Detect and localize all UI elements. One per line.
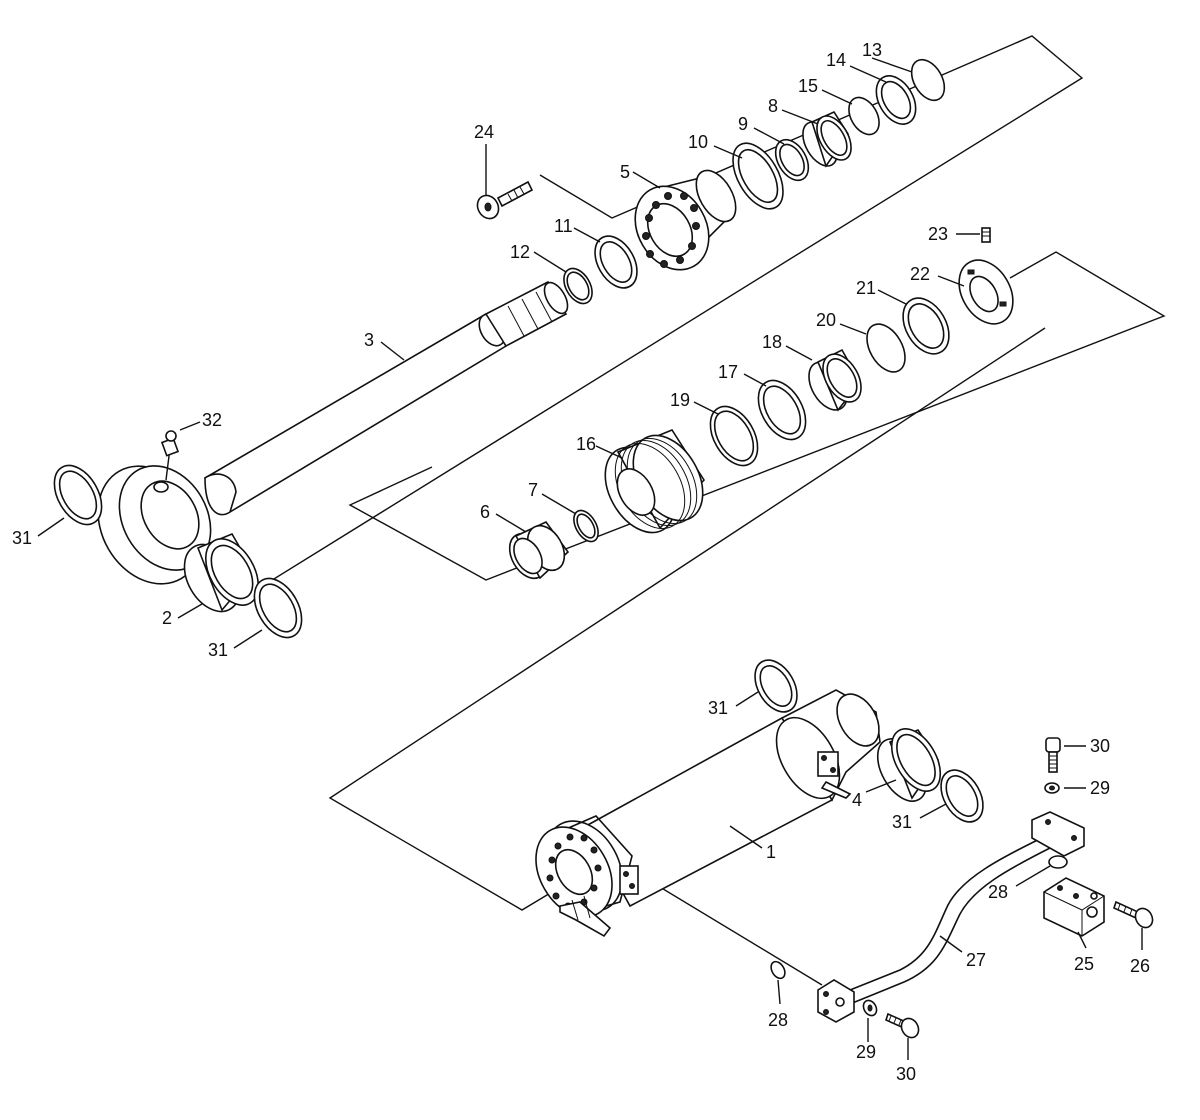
o-ring-20 — [866, 323, 906, 373]
label-5: 5 — [620, 162, 630, 182]
pipe-27 — [849, 833, 1055, 1005]
label-14: 14 — [826, 50, 846, 70]
o-ring-28-lower — [770, 960, 786, 980]
label-29-a: 29 — [1090, 778, 1110, 798]
cushion-ring-18 — [808, 348, 862, 412]
label-31-a: 31 — [12, 528, 32, 548]
guide-line-head-group — [231, 35, 1084, 606]
dust-seal-31-d — [940, 769, 984, 823]
leader-lines — [37, 57, 1143, 1060]
valve-block-25 — [1043, 877, 1105, 937]
label-18: 18 — [762, 332, 782, 352]
label-9: 9 — [738, 114, 748, 134]
label-15: 15 — [798, 76, 818, 96]
socket-bolt-30-lower — [885, 1012, 920, 1039]
nut-22 — [958, 259, 1014, 325]
bushing-4 — [876, 728, 942, 802]
part-number-labels: 13 14 15 8 9 10 5 24 11 12 3 32 31 2 31 … — [12, 40, 1150, 1084]
label-8: 8 — [768, 96, 778, 116]
label-25: 25 — [1074, 954, 1094, 974]
ring-21 — [902, 297, 950, 355]
pipe-flange-lower — [817, 979, 855, 1023]
label-7: 7 — [528, 480, 538, 500]
dust-seal-31-c — [754, 659, 798, 713]
label-22: 22 — [910, 264, 930, 284]
label-20: 20 — [816, 310, 836, 330]
cylinder-head-5 — [634, 169, 737, 271]
ring-9 — [774, 138, 810, 182]
washer-29-upper — [1044, 782, 1060, 794]
socket-bolt-24 — [476, 180, 534, 220]
dust-seal-31-b — [253, 577, 303, 639]
label-19: 19 — [670, 390, 690, 410]
label-1: 1 — [766, 842, 776, 862]
socket-bolt-30-upper — [1045, 737, 1061, 773]
ring-17 — [757, 379, 807, 441]
dust-seal-31-a — [53, 464, 103, 526]
label-17: 17 — [718, 362, 738, 382]
label-29-b: 29 — [856, 1042, 876, 1062]
socket-bolt-26 — [1113, 900, 1154, 929]
label-24: 24 — [474, 122, 494, 142]
label-13: 13 — [862, 40, 882, 60]
label-30-b: 30 — [896, 1064, 916, 1084]
label-28-b: 28 — [768, 1010, 788, 1030]
label-31-b: 31 — [208, 640, 228, 660]
ring-12 — [563, 267, 593, 305]
ring-14 — [875, 75, 917, 125]
grease-fitting — [160, 430, 180, 481]
label-6: 6 — [480, 502, 490, 522]
bushing-2 — [183, 532, 260, 613]
collar-6 — [508, 520, 570, 580]
ring-10 — [732, 142, 784, 210]
label-11: 11 — [554, 216, 573, 236]
label-21: 21 — [856, 278, 876, 298]
label-4: 4 — [852, 790, 862, 810]
label-30-a: 30 — [1090, 736, 1110, 756]
cylinder-tube-1 — [535, 689, 881, 938]
pipe-flange-upper — [1031, 811, 1085, 857]
ring-19 — [709, 405, 759, 467]
label-31-d: 31 — [892, 812, 912, 832]
ring-11 — [594, 235, 638, 289]
label-26: 26 — [1130, 956, 1150, 976]
guide-line-pipe — [639, 874, 823, 986]
washer-29-lower — [862, 999, 878, 1017]
piston-rod — [97, 280, 569, 585]
bushing-8 — [802, 110, 852, 168]
label-16: 16 — [576, 434, 596, 454]
guide-line-piston-group — [348, 251, 1166, 581]
label-23: 23 — [928, 224, 948, 244]
piston-16 — [604, 429, 706, 534]
label-31-c: 31 — [708, 698, 728, 718]
set-screw-23 — [981, 227, 991, 243]
label-32: 32 — [202, 410, 222, 430]
label-12: 12 — [510, 242, 530, 262]
label-28-a: 28 — [988, 882, 1008, 902]
ring-13 — [910, 58, 946, 102]
o-ring-28-upper — [1048, 855, 1068, 869]
ring-15 — [848, 96, 880, 136]
label-27: 27 — [966, 950, 986, 970]
snap-ring-7 — [573, 509, 599, 543]
label-10: 10 — [688, 132, 708, 152]
label-3: 3 — [364, 330, 374, 350]
guide-line-cylinder — [328, 327, 1046, 911]
label-2: 2 — [162, 608, 172, 628]
